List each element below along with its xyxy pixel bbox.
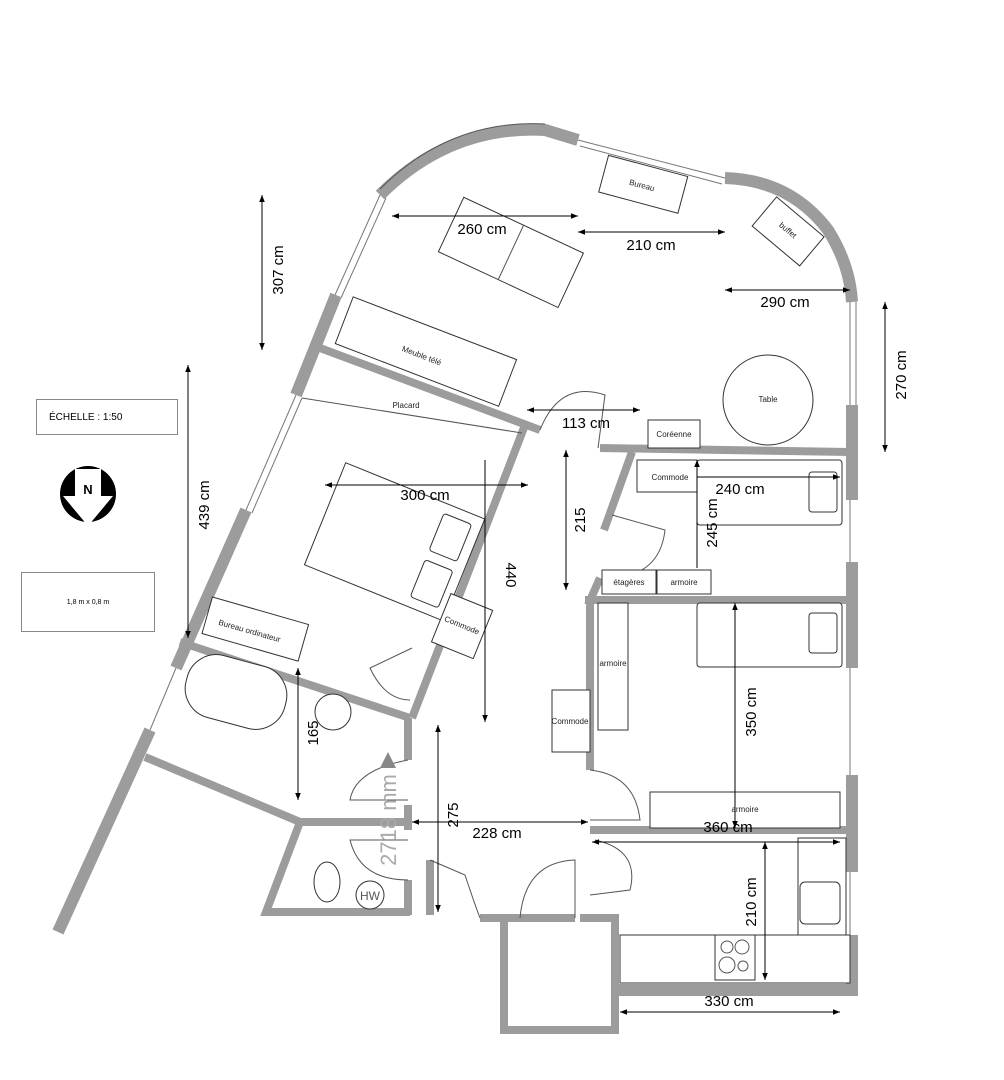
dimension-labels: 260 cm 210 cm 290 cm 307 cm 270 cm 113 c… [196, 221, 910, 1010]
furniture-commode-3: Commode [552, 717, 589, 726]
dim-360: 360 cm [703, 819, 752, 836]
furniture-armoire-3: armoire [731, 805, 759, 814]
furniture-placard: Placard [392, 401, 419, 410]
furniture-armoire-2: armoire [599, 659, 627, 668]
dim-2718: 2718 mm [376, 774, 401, 866]
furniture-table: Table [758, 395, 778, 404]
dim-307: 307 cm [270, 245, 287, 294]
dim-228: 228 cm [472, 825, 521, 842]
dim-440: 440 [502, 562, 519, 587]
dim-350: 350 cm [743, 687, 760, 736]
triangle-marker-icon [380, 752, 396, 768]
bathtub [184, 654, 288, 730]
dim-113: 113 cm [562, 415, 610, 432]
dim-439: 439 cm [196, 480, 213, 529]
dim-270: 270 cm [893, 350, 910, 399]
furniture-hw: HW [360, 889, 381, 903]
dim-330: 330 cm [704, 993, 753, 1010]
furniture-etageres: étagères [613, 578, 644, 587]
sink [314, 693, 352, 731]
dim-165: 165 [305, 720, 322, 745]
north-arrow-icon: N [60, 466, 116, 526]
dimension-lines [185, 195, 888, 1015]
furniture-size-box: 1,8 m x 0,8 m [21, 572, 155, 632]
furniture-size-label: 1,8 m x 0,8 m [66, 598, 110, 606]
dim-260: 260 cm [457, 221, 506, 238]
dim-210-kitchen: 210 cm [743, 877, 760, 926]
scale-box: ÉCHELLE : 1:50 [36, 399, 178, 435]
scale-label: ÉCHELLE : 1:50 [49, 411, 123, 423]
dim-290: 290 cm [760, 294, 809, 311]
dim-245: 245 cm [704, 498, 721, 547]
dim-215: 215 [572, 507, 589, 532]
dim-240: 240 cm [715, 481, 764, 498]
furniture-coreenne: Coréenne [656, 430, 692, 439]
stove [714, 934, 756, 981]
north-label: N [83, 482, 92, 497]
furniture: Bureau buffet Meuble télé Placard Table … [184, 154, 851, 984]
furniture-commode-1: Commode [652, 473, 689, 482]
toilet [313, 861, 341, 903]
furniture-armoire-1: armoire [670, 578, 698, 587]
dim-300: 300 cm [400, 487, 449, 504]
sofa [437, 196, 585, 309]
dim-210-top: 210 cm [626, 237, 675, 254]
kitchen-sink [799, 881, 841, 925]
dim-275: 275 [445, 802, 462, 827]
